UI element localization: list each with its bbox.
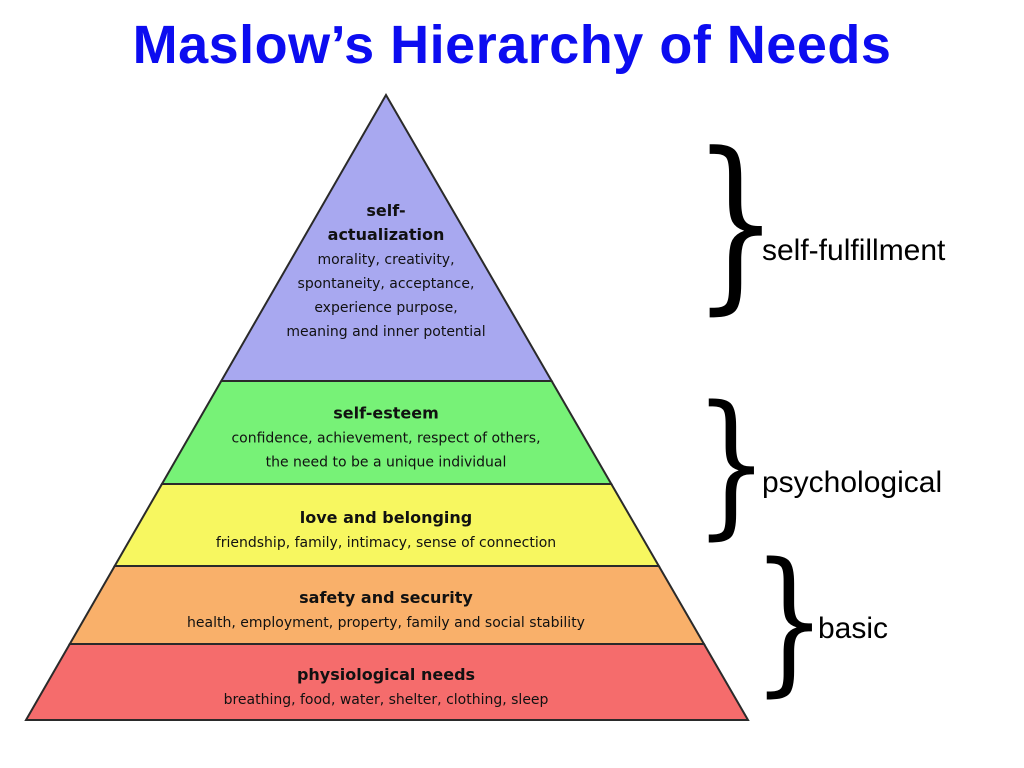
- pyramid-level-physiological-needs: [24, 643, 750, 721]
- level-description-self-actualization: morality, creativity,: [317, 252, 454, 268]
- group-label-psychological: psychological: [762, 466, 943, 499]
- level-description-physiological-needs: breathing, food, water, shelter, clothin…: [224, 692, 549, 708]
- level-description-self-actualization: experience purpose,: [314, 300, 457, 316]
- level-title-safety-and-security: safety and security: [299, 588, 473, 607]
- level-description-self-esteem: confidence, achievement, respect of othe…: [231, 431, 540, 447]
- group-label-self-fulfillment: self-fulfillment: [762, 234, 946, 267]
- level-description-self-actualization: meaning and inner potential: [286, 324, 485, 340]
- brace-self-fulfillment-icon: }: [692, 114, 779, 332]
- level-description-self-actualization: spontaneity, acceptance,: [298, 276, 475, 292]
- level-description-safety-and-security: health, employment, property, family and…: [187, 615, 585, 631]
- brace-psychological-icon: }: [694, 371, 769, 555]
- level-title-self-esteem: self-esteem: [333, 404, 439, 423]
- level-description-self-esteem: the need to be a unique individual: [266, 455, 507, 471]
- group-label-basic: basic: [818, 612, 889, 645]
- level-title-physiological-needs: physiological needs: [297, 665, 475, 684]
- level-title-self-actualization: actualization: [328, 225, 445, 244]
- level-description-love-and-belonging: friendship, family, intimacy, sense of c…: [216, 535, 556, 551]
- level-title-love-and-belonging: love and belonging: [300, 508, 473, 527]
- page-title: Maslow’s Hierarchy of Needs: [132, 15, 892, 75]
- level-title-self-actualization: self-: [366, 201, 405, 220]
- brace-basic-icon: }: [752, 528, 827, 712]
